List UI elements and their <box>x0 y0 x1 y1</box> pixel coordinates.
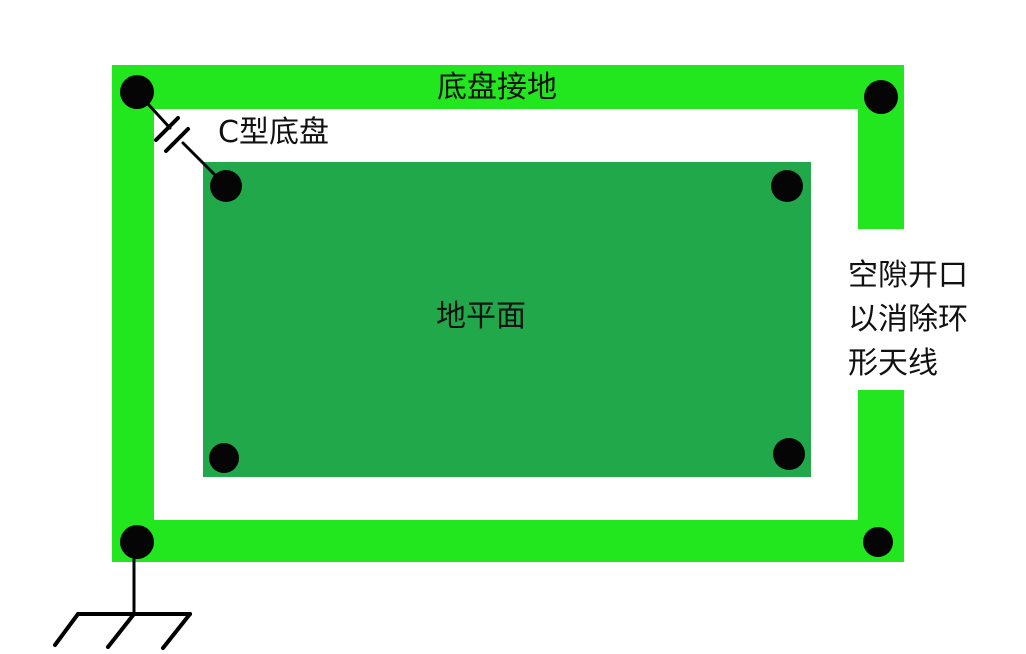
gap-note-line-3: 形天线 <box>848 346 938 381</box>
gap-note-line-1: 空隙开口 <box>848 258 968 293</box>
ground-plane <box>203 162 811 477</box>
capacitor-icon <box>154 116 190 153</box>
screw-plane-bottom-right <box>773 438 805 470</box>
screw-chassis-bottom-right <box>863 527 893 557</box>
gap-opening-note: 空隙开口 以消除环 形天线 <box>848 254 978 386</box>
screw-plane-top-right <box>771 170 803 202</box>
chassis-bottom-bar <box>112 520 904 562</box>
earth-ground-icon <box>53 540 192 650</box>
screw-chassis-top-left <box>120 75 154 109</box>
screw-plane-bottom-left <box>209 443 239 473</box>
ground-plane-label: 地平面 <box>436 299 526 334</box>
chassis-ground-label: 底盘接地 <box>437 70 557 105</box>
chassis-top-bar <box>112 65 904 109</box>
gap-note-line-2: 以消除环 <box>848 302 968 337</box>
screw-chassis-top-right <box>864 80 898 114</box>
screw-chassis-bottom-left <box>120 525 154 559</box>
screws <box>120 75 898 559</box>
screw-plane-top-left <box>210 170 242 202</box>
c-type-chassis-label: C型底盘 <box>218 115 329 150</box>
chassis-left-bar <box>112 65 154 562</box>
